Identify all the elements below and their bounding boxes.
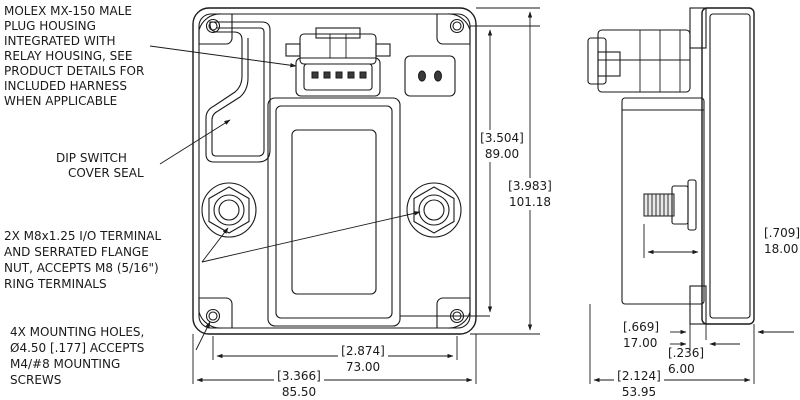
- center-panel: [267, 97, 401, 327]
- note-terminal: 2X M8x1.25 I/O TERMINAL AND SERRATED FLA…: [4, 229, 161, 291]
- m8-terminal-right: [406, 182, 462, 238]
- dim-side-depth-mm: 53.95: [622, 385, 656, 399]
- side-bottom-flange: [689, 285, 707, 325]
- note-terminal-line-4: RING TERMINALS: [4, 277, 107, 291]
- dim-stud-length-mm: 18.00: [764, 242, 798, 256]
- note-mounting-line-3: M4/#8 MOUNTING: [10, 357, 120, 371]
- dim-side-depth-inch: [2.124]: [617, 369, 661, 383]
- dim-height-total-mm: 101.18: [509, 195, 551, 209]
- dim-width-inner-inch: [2.874]: [341, 344, 385, 358]
- dim-width-total-inch: [3.366]: [277, 369, 321, 383]
- m8-terminal-left: [201, 182, 257, 238]
- two-pin-window: [404, 55, 456, 97]
- mounting-hole-top-right: [436, 13, 471, 45]
- side-top-flange: [689, 7, 707, 49]
- note-connector-line-4: RELAY HOUSING, SEE: [4, 49, 132, 63]
- leader-lines: [149, 45, 421, 351]
- dimension-lines: [192, 7, 794, 384]
- note-connector-line-1: MOLEX MX-150 MALE: [4, 4, 132, 18]
- side-base-plate: [701, 7, 755, 325]
- side-body: [621, 97, 705, 305]
- note-mounting: 4X MOUNTING HOLES, Ø4.50 [.177] ACCEPTS …: [10, 325, 144, 387]
- note-terminal-line-3: NUT, ACCEPTS M8 (5/16"): [4, 261, 159, 275]
- dim-height-total-inch: [3.983]: [508, 179, 552, 193]
- note-mounting-line-4: SCREWS: [10, 373, 61, 387]
- note-mounting-line-1: 4X MOUNTING HOLES,: [10, 325, 144, 339]
- dim-flange-depth-mm: 17.00: [623, 336, 657, 350]
- note-terminal-line-2: AND SERRATED FLANGE: [4, 245, 149, 259]
- side-view: [587, 7, 755, 325]
- note-terminal-line-1: 2X M8x1.25 I/O TERMINAL: [4, 229, 161, 243]
- note-connector-line-6: INCLUDED HARNESS: [4, 79, 127, 93]
- dim-width-inner-mm: 73.00: [346, 360, 380, 374]
- mounting-hole-bottom-left: [198, 297, 233, 329]
- note-dip-switch: DIP SWITCH COVER SEAL: [56, 151, 144, 180]
- note-connector-line-2: PLUG HOUSING: [4, 19, 96, 33]
- dip-switch-cover-seal: [205, 21, 271, 163]
- dim-width-total-mm: 85.50: [282, 385, 316, 399]
- side-connector: [597, 29, 691, 93]
- dim-flange-thickness-inch: [.236]: [668, 346, 704, 360]
- housing-inner-rim: [198, 13, 471, 329]
- housing-outline: [192, 7, 477, 335]
- dim-stud-length-inch: [.709]: [764, 226, 800, 240]
- note-dip-switch-line-1: DIP SWITCH: [56, 151, 127, 165]
- dim-height-inner-mm: 89.00: [485, 147, 519, 161]
- note-connector-line-5: PRODUCT DETAILS FOR: [4, 64, 144, 78]
- side-stud: [643, 179, 697, 231]
- note-connector-line-7: WHEN APPLICABLE: [4, 94, 117, 108]
- dim-flange-depth-inch: [.669]: [623, 320, 659, 334]
- molex-connector: [285, 27, 391, 97]
- note-dip-switch-line-2: COVER SEAL: [68, 166, 144, 180]
- note-connector-line-3: INTEGRATED WITH: [4, 34, 116, 48]
- note-mounting-line-2: Ø4.50 [.177] ACCEPTS: [10, 341, 144, 355]
- dim-flange-thickness-mm: 6.00: [668, 362, 695, 376]
- dim-height-inner-inch: [3.504]: [480, 131, 524, 145]
- front-view: [192, 7, 477, 335]
- note-connector: MOLEX MX-150 MALE PLUG HOUSING INTEGRATE…: [4, 4, 144, 108]
